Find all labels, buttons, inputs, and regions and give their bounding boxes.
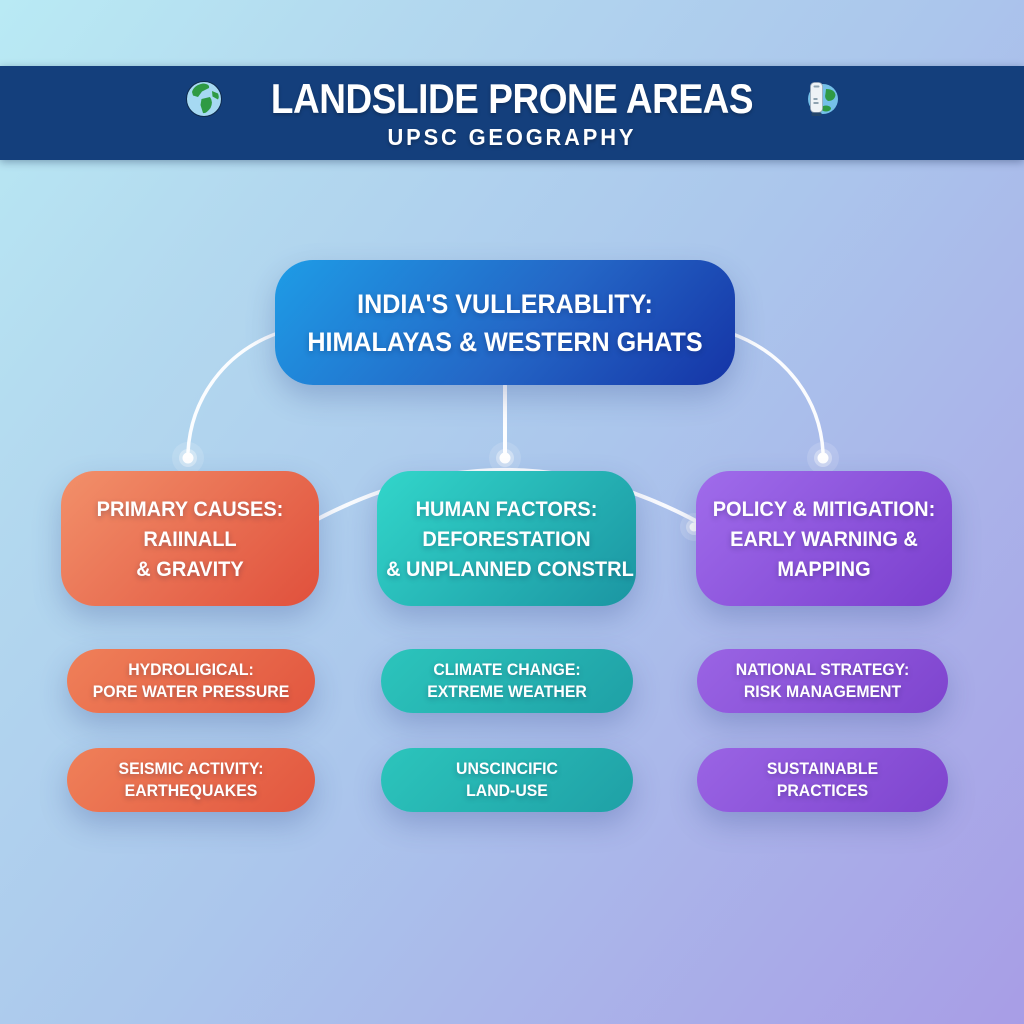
branch-primary-causes: PRIMARY CAUSES: RAIINALL & GRAVITY: [61, 471, 319, 606]
child-line: PORE WATER PRESSURE: [92, 682, 290, 701]
child-national-strategy: NATIONAL STRATEGY: RISK MANAGEMENT: [697, 649, 948, 713]
child-line: HYDROLIGICAL:: [128, 660, 254, 679]
branch-title-line: DEFORESTATION: [422, 526, 591, 551]
branch-title-line: & GRAVITY: [136, 556, 244, 581]
root-line: HIMALAYAS & WESTERN GHATS: [307, 326, 703, 357]
child-line: RISK MANAGEMENT: [743, 682, 902, 701]
branch-human-factors: HUMAN FACTORS: DEFORESTATION & UNPLANNED…: [377, 471, 636, 606]
page-subtitle: UPSC GEOGRAPHY: [387, 124, 637, 150]
branch-title-line: POLICY & MITIGATION:: [712, 496, 936, 521]
branch-policy-mitigation: POLICY & MITIGATION: EARLY WARNING & MAP…: [696, 471, 952, 606]
globe-device-icon: [800, 79, 840, 119]
connector-dot: [489, 442, 521, 474]
connector-dot: [172, 442, 204, 474]
connector-dot: [807, 442, 839, 474]
child-line: LAND-USE: [466, 781, 548, 800]
branch-title-line: HUMAN FACTORS:: [415, 496, 598, 521]
branch-title-line: MAPPING: [777, 556, 871, 581]
child-line: NATIONAL STRATEGY:: [735, 660, 910, 679]
branch-title-line: & UNPLANNED CONSTRL: [386, 556, 634, 581]
header-banner: LANDSLIDE PRONE AREAS UPSC GEOGRAPHY: [0, 66, 1024, 160]
connector-left: [186, 331, 280, 454]
connector-right: [728, 331, 825, 454]
child-line: EXTREME WEATHER: [427, 682, 587, 701]
root-line: INDIA'S VULLERABLITY:: [357, 288, 653, 319]
globe-icon: [184, 79, 224, 119]
branch-title-line: PRIMARY CAUSES:: [96, 496, 284, 521]
child-line: EARTHEQUAKES: [124, 781, 258, 800]
child-seismic-activity: SEISMIC ACTIVITY: EARTHEQUAKES: [67, 748, 315, 812]
child-line: SUSTAINABLE: [766, 759, 879, 778]
child-sustainable-practices: SUSTAINABLE PRACTICES: [697, 748, 948, 812]
child-hydrological: HYDROLIGICAL: PORE WATER PRESSURE: [67, 649, 315, 713]
root-node-india-vulnerability: INDIA'S VULLERABLITY: HIMALAYAS & WESTER…: [275, 260, 735, 385]
child-unscientific-landuse: UNSCINCIFIC LAND-USE: [381, 748, 633, 812]
child-climate-change: CLIMATE CHANGE: EXTREME WEATHER: [381, 649, 633, 713]
branch-title-line: EARLY WARNING &: [730, 526, 918, 551]
child-line: CLIMATE CHANGE:: [433, 660, 581, 679]
child-line: SEISMIC ACTIVITY:: [118, 759, 264, 778]
child-line: PRACTICES: [776, 781, 869, 800]
child-line: UNSCINCIFIC: [456, 759, 558, 778]
page-title: LANDSLIDE PRONE AREAS: [270, 75, 754, 122]
branch-title-line: RAIINALL: [143, 526, 237, 551]
